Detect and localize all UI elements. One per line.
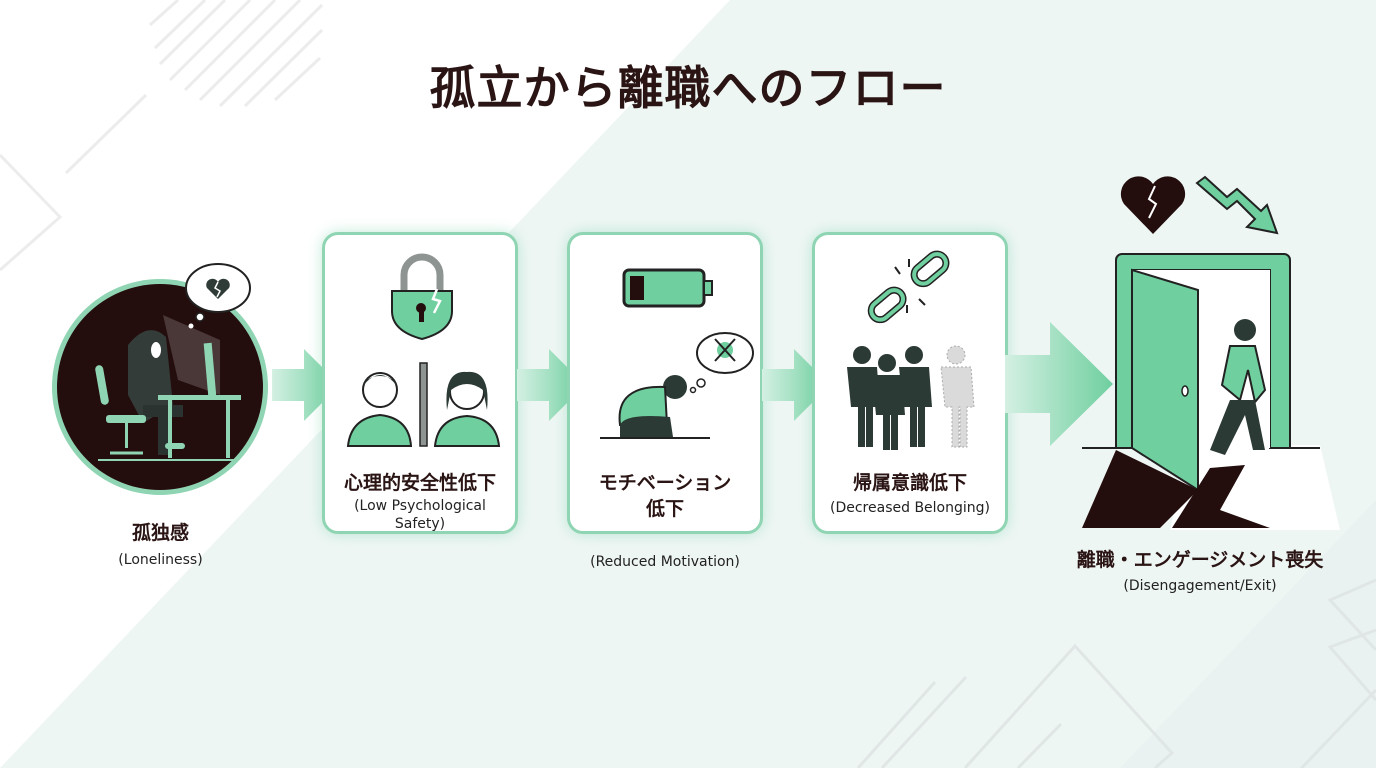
stage-decreased-belonging: 帰属意識低下 (Decreased Belonging)	[812, 232, 1008, 534]
stage-label-en: (Decreased Belonging)	[830, 500, 990, 516]
stage-label-en-line1: (Low Psychological	[354, 498, 486, 514]
stage-label-jp: 離職・エンゲージメント喪失	[1076, 549, 1324, 571]
stage-label-jp: 帰属意識低下	[852, 472, 967, 494]
flow-arrow	[272, 349, 340, 421]
stage-label-en: (Disengagement/Exit)	[1123, 578, 1277, 594]
broken-chain-icon	[867, 250, 950, 324]
flow-arrow	[762, 349, 830, 421]
low-battery-icon	[622, 268, 713, 308]
stage-label-en-line2: Safety)	[394, 516, 446, 532]
stage-reduced-motivation: モチベーション 低下	[567, 232, 763, 534]
broken-heart-icon	[1120, 176, 1186, 234]
lonely-person-at-computer-icon	[52, 263, 268, 495]
stage-label-jp-line1: モチベーション	[598, 472, 732, 494]
flow-arrow	[517, 349, 585, 421]
flow-arrow-large	[1005, 322, 1113, 446]
declining-trend-arrow-icon	[1195, 175, 1279, 235]
stage-loneliness: 孤独感 (Loneliness)	[48, 255, 273, 575]
stage-disengagement-exit: 離職・エンゲージメント喪失 (Disengagement/Exit)	[1040, 170, 1360, 600]
thought-bubble-icon	[185, 263, 251, 329]
stage-label-jp: 心理的安全性低下	[343, 472, 496, 494]
stage-label-jp: 孤独感	[131, 522, 189, 544]
page-title: 孤立から離職へのフロー	[429, 61, 947, 115]
stage-label-en: (Loneliness)	[118, 552, 203, 568]
stage-low-psychological-safety: 心理的安全性低下 (Low Psychological Safety)	[322, 232, 518, 534]
stage-label-jp-line2: 低下	[645, 498, 684, 520]
exit-door-icon	[1082, 253, 1340, 530]
divided-coworkers-icon	[346, 362, 501, 447]
discouraged-person-icon	[600, 332, 754, 439]
stage-label-en: (Reduced Motivation)	[590, 554, 740, 570]
broken-padlock-icon	[391, 253, 453, 341]
group-with-faded-member-icon	[847, 345, 975, 450]
